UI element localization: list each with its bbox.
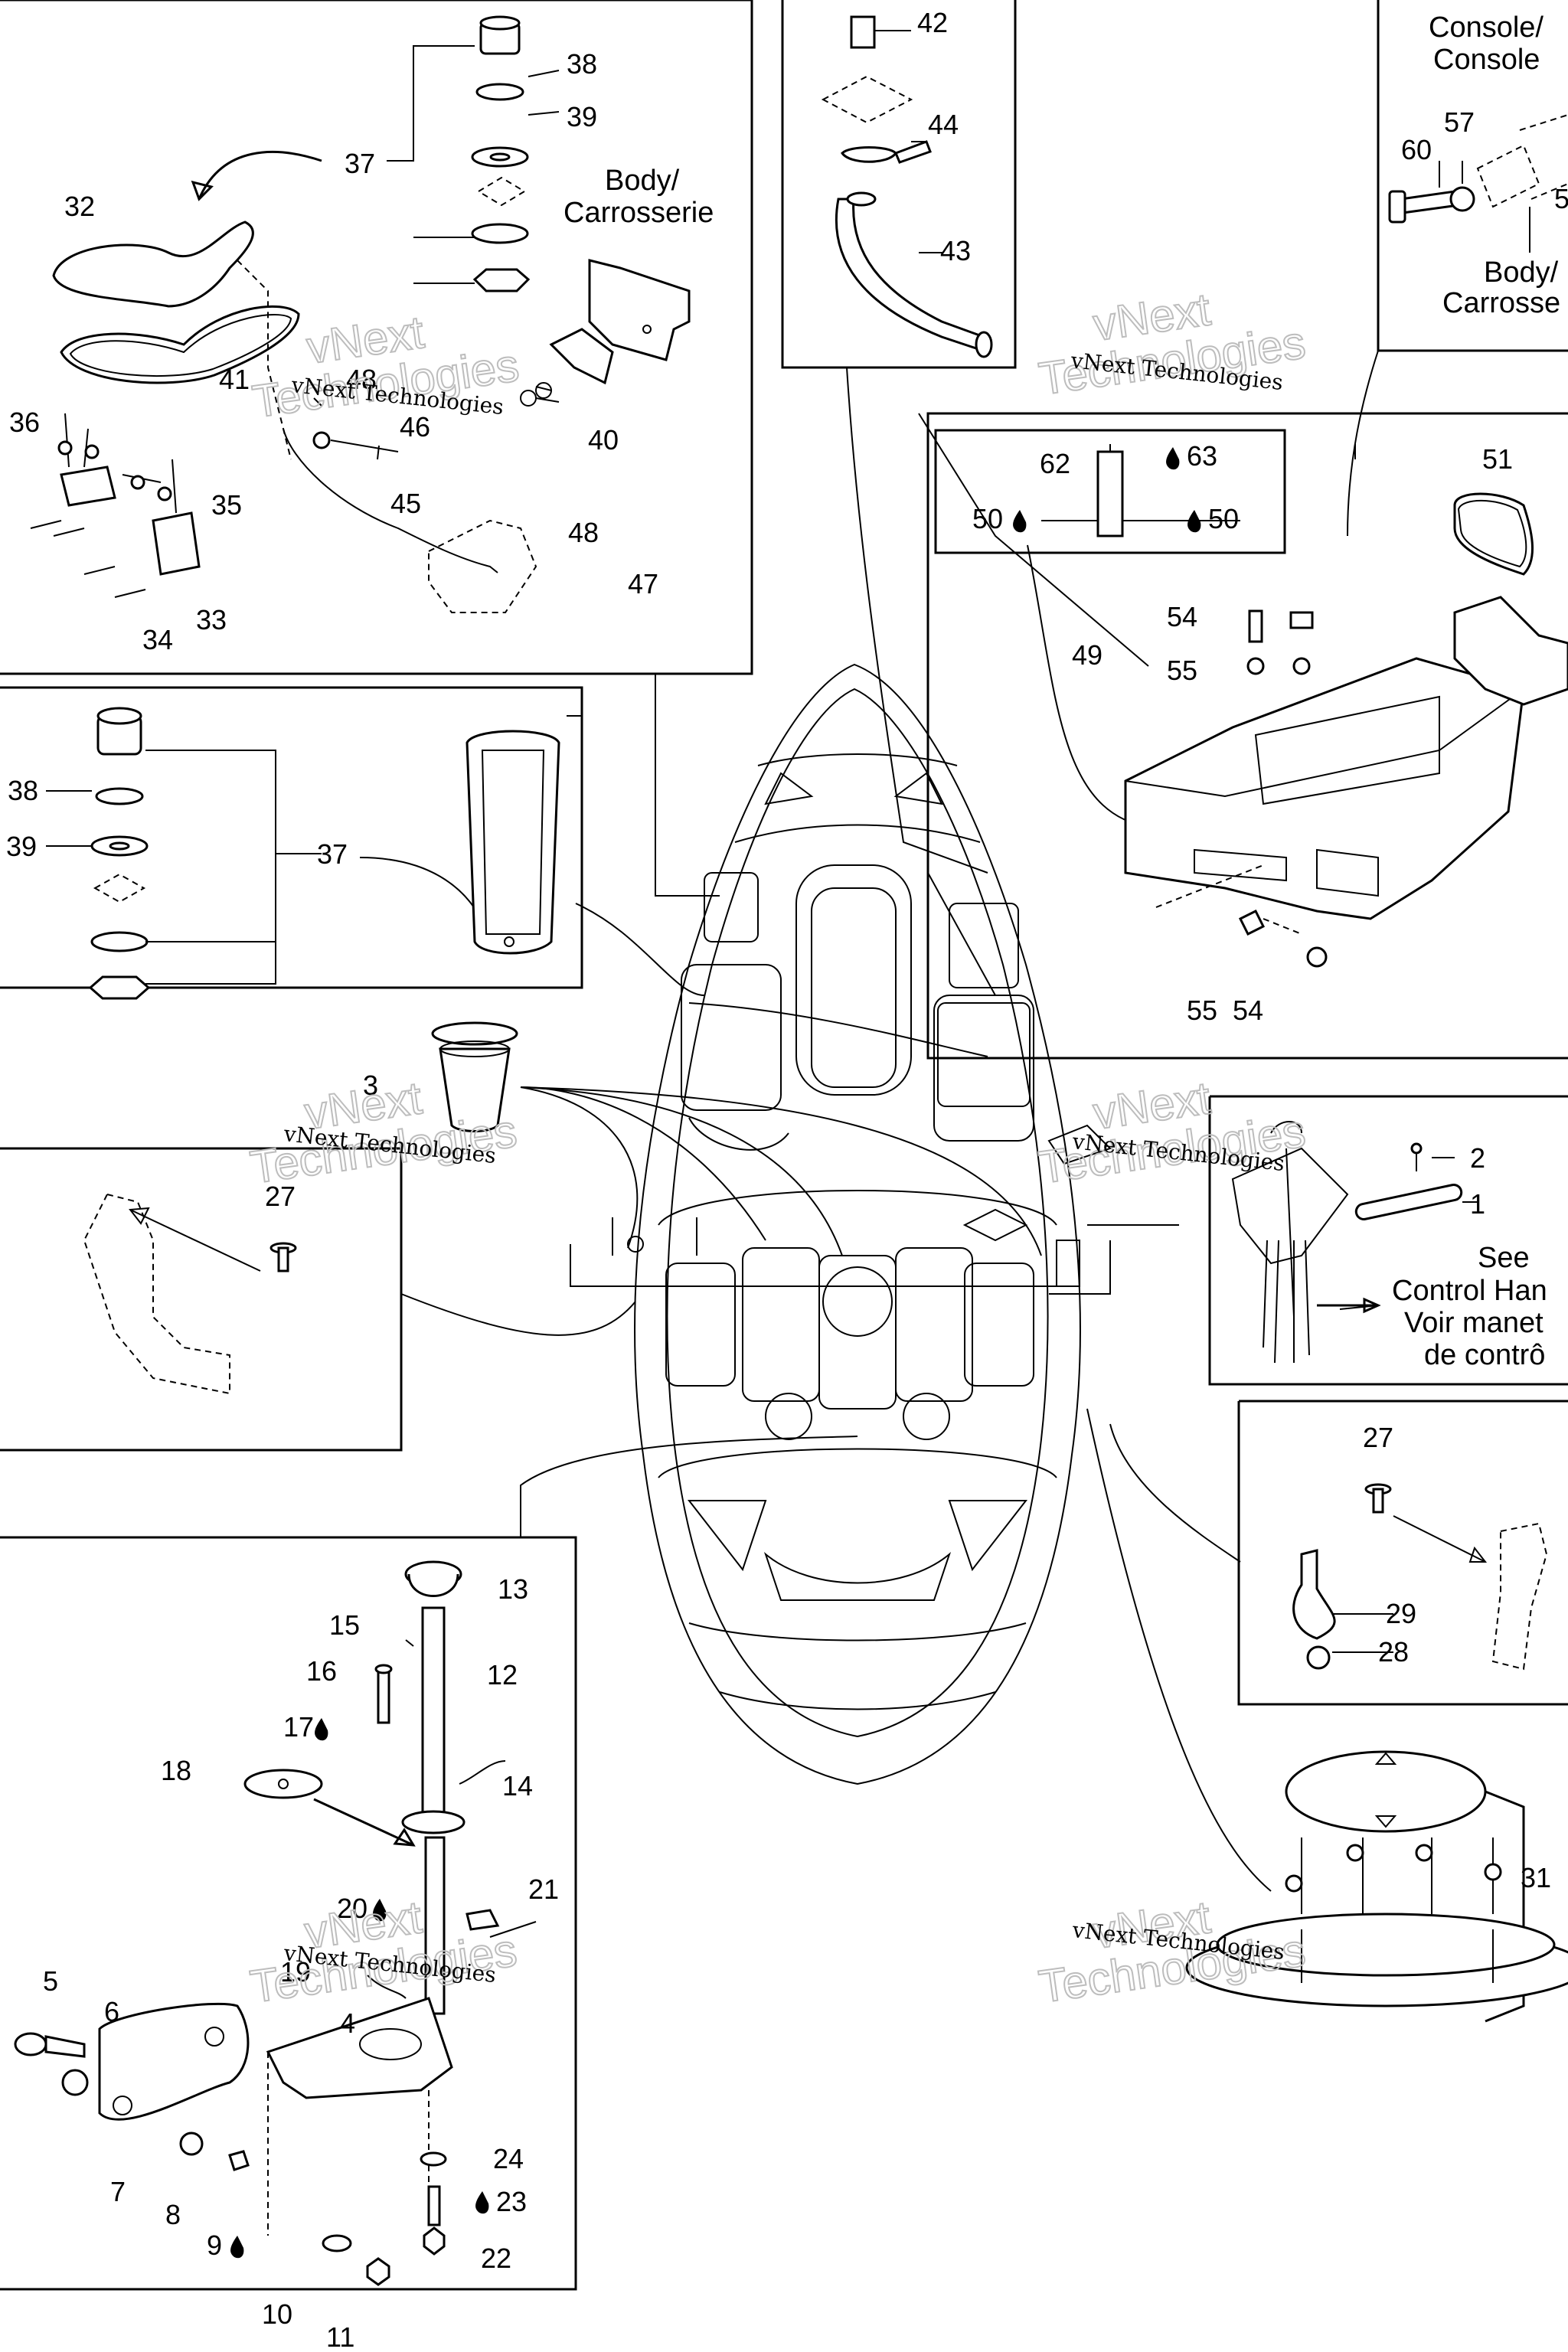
callout-6: 6 — [104, 1996, 119, 2027]
see-label-2: Control Han — [1392, 1275, 1547, 1307]
callout-46: 46 — [400, 411, 430, 443]
callout-15: 15 — [329, 1609, 360, 1641]
callout-57b: 57 — [1554, 183, 1568, 214]
seat-panel — [30, 15, 691, 613]
callout-12: 12 — [487, 1659, 518, 1690]
drop-icon — [1187, 510, 1201, 533]
callout-33: 33 — [196, 604, 227, 635]
callout-3: 3 — [363, 1070, 378, 1101]
leader-lines — [400, 350, 1379, 1892]
rear-liner-panel — [1292, 1483, 1548, 1671]
cup-holder-panel — [431, 1021, 518, 1132]
callout-41: 41 — [219, 364, 250, 395]
callout-32: 32 — [64, 191, 95, 222]
callout-9: 9 — [207, 2230, 222, 2261]
callout-34: 34 — [142, 624, 173, 655]
callout-8: 8 — [165, 2199, 181, 2230]
callout-19: 19 — [280, 1956, 311, 1988]
callout-7: 7 — [110, 2176, 126, 2207]
callout-29: 29 — [1386, 1598, 1416, 1629]
callout-44: 44 — [928, 109, 959, 140]
drop-icon — [475, 2191, 489, 2214]
callout-28: 28 — [1378, 1636, 1409, 1668]
grab-handle-panel — [14, 1560, 537, 2286]
callout-21: 21 — [528, 1873, 559, 1905]
callout-50b: 50 — [1208, 503, 1239, 534]
side-liner-panel — [83, 1193, 297, 1395]
callout-54a: 54 — [1167, 601, 1197, 632]
drop-icon — [315, 1718, 328, 1741]
callout-48a: 48 — [346, 364, 377, 395]
callout-numbers: 1 2 3 4 5 6 7 8 9 10 11 12 13 14 15 16 1… — [6, 7, 1568, 2352]
callout-23: 23 — [496, 2186, 527, 2217]
body-label-1: Body/ — [605, 165, 680, 197]
console-label-1: Console/ — [1429, 11, 1544, 44]
drop-icon — [1013, 510, 1027, 533]
callout-14: 14 — [502, 1770, 533, 1802]
callout-4: 4 — [340, 2007, 355, 2039]
drop-icon — [373, 1899, 387, 1922]
callout-62: 62 — [1040, 448, 1070, 479]
callout-49: 49 — [1072, 639, 1102, 671]
callout-22: 22 — [481, 2243, 511, 2274]
body-right-label-2: Carrosse — [1442, 287, 1560, 319]
callout-39a: 39 — [567, 101, 597, 132]
body-right-label-1: Body/ — [1484, 256, 1559, 289]
see-label-4: de contrô — [1424, 1339, 1545, 1371]
callout-60: 60 — [1401, 134, 1432, 165]
callout-27b: 27 — [1363, 1422, 1393, 1453]
callout-2: 2 — [1470, 1142, 1485, 1174]
callout-55a: 55 — [1167, 655, 1197, 686]
control-handle-panel — [1231, 1121, 1478, 1364]
hatch-cover-panel — [1185, 1750, 1568, 2023]
callout-55b: 55 — [1187, 995, 1217, 1026]
callout-36: 36 — [9, 407, 40, 438]
callout-11: 11 — [326, 2321, 354, 2352]
callout-57a: 57 — [1444, 106, 1475, 138]
callout-10: 10 — [262, 2298, 292, 2330]
console-cover-panel — [1041, 444, 1568, 968]
callout-38a: 38 — [567, 48, 597, 80]
callout-43: 43 — [940, 235, 971, 266]
callout-37b: 37 — [317, 838, 348, 870]
callout-18: 18 — [161, 1755, 191, 1786]
callout-17: 17 — [283, 1711, 314, 1743]
callout-39b: 39 — [6, 831, 37, 862]
callout-38b: 38 — [8, 775, 38, 806]
watermarks: vNext Technologies vNext Technologies vN… — [247, 283, 1309, 2013]
callout-35: 35 — [211, 489, 242, 521]
callout-50a: 50 — [972, 503, 1003, 534]
drop-icon — [1166, 447, 1180, 470]
callout-31: 31 — [1521, 1862, 1551, 1893]
see-label-1: See — [1478, 1242, 1530, 1274]
see-label-3: Voir manet — [1404, 1307, 1544, 1339]
callout-54b: 54 — [1233, 995, 1263, 1026]
callout-45: 45 — [390, 488, 421, 519]
callout-27a: 27 — [265, 1181, 296, 1212]
callout-42: 42 — [917, 7, 948, 38]
callout-20: 20 — [337, 1893, 368, 1924]
console-label-2: Console — [1433, 44, 1540, 76]
callout-13: 13 — [498, 1573, 528, 1605]
storage-bin-panel — [46, 707, 583, 1000]
filler-hose-panel — [821, 15, 993, 358]
hull-top-view — [627, 663, 1112, 1785]
callout-63: 63 — [1187, 440, 1217, 472]
console-panel — [1388, 114, 1568, 253]
drop-icons — [230, 447, 1201, 2259]
body-label-2: Carrosserie — [564, 197, 714, 229]
callout-40: 40 — [588, 424, 619, 456]
drop-icon — [230, 2236, 244, 2259]
callout-1: 1 — [1470, 1188, 1485, 1220]
callout-48b: 48 — [568, 517, 599, 548]
callout-47: 47 — [628, 568, 658, 599]
callout-5: 5 — [43, 1965, 58, 1997]
callout-16: 16 — [306, 1655, 337, 1687]
callout-24: 24 — [493, 2143, 524, 2174]
callout-37a: 37 — [345, 148, 375, 179]
text-labels: Body/ Carrosserie Console/ Console Body/… — [564, 11, 1560, 1371]
callout-51: 51 — [1482, 443, 1513, 475]
